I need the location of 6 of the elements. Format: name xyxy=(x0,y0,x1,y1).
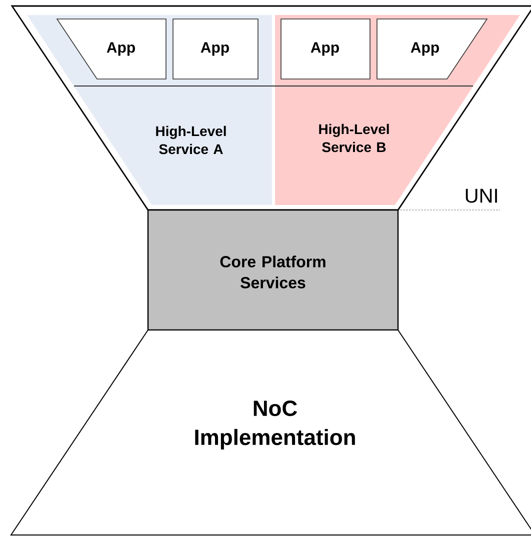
interface-label: UNI xyxy=(466,188,497,203)
app-box: App xyxy=(172,18,258,80)
core-platform-box: Core Platform Services xyxy=(147,209,399,331)
app-box: App xyxy=(376,18,488,80)
app-box: App xyxy=(280,18,370,80)
node-label: NoC Implementation xyxy=(195,400,355,450)
